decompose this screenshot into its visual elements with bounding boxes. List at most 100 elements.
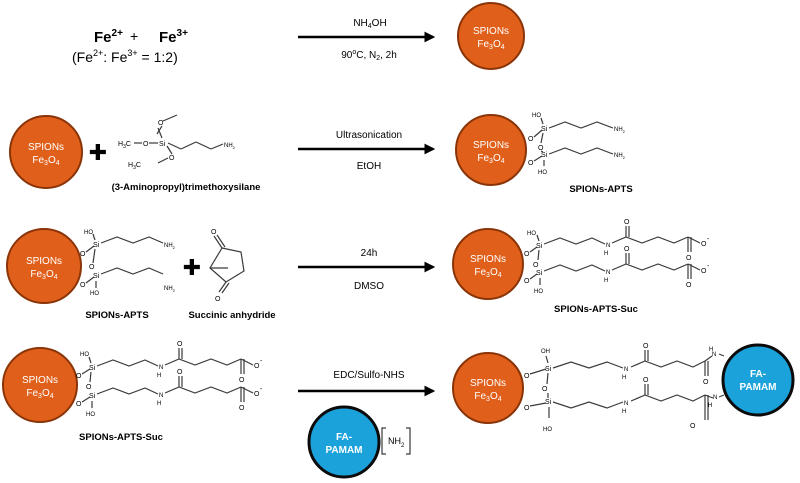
svg-text:-: - — [707, 263, 710, 270]
svg-text:Si: Si — [545, 399, 552, 406]
svg-text:HO: HO — [84, 230, 93, 236]
svg-text:FA-: FA- — [750, 369, 766, 380]
svg-text:PAMAM: PAMAM — [739, 382, 776, 393]
svg-text:NH2: NH2 — [164, 286, 176, 293]
svg-text:O: O — [254, 391, 260, 398]
fa-pamam-reagent: FA- PAMAM NH2 — [307, 405, 411, 479]
reaction-condition-24h: 24h — [361, 248, 378, 259]
svg-text:HO: HO — [543, 427, 552, 433]
reactant-label-apts: SPIONs-APTS — [85, 310, 148, 321]
plus-sign: + — [130, 28, 138, 44]
svg-text:SPIONs: SPIONs — [473, 26, 509, 37]
svg-text:-: - — [707, 236, 710, 243]
svg-text:HO: HO — [538, 170, 547, 176]
svg-text:Fe3O4: Fe3O4 — [477, 39, 504, 51]
svg-text:O: O — [80, 282, 86, 289]
molar-ratio: (Fe2+: Fe3+ = 1:2) — [72, 48, 178, 65]
svg-text:N: N — [624, 367, 628, 373]
svg-text:SPIONs: SPIONs — [28, 142, 64, 153]
fe3-ion: Fe3+ — [159, 28, 188, 46]
svg-text:O: O — [80, 251, 86, 258]
svg-text:Fe3O4: Fe3O4 — [30, 269, 57, 281]
svg-text:NH2: NH2 — [388, 436, 405, 449]
svg-text:Fe3O4: Fe3O4 — [477, 153, 504, 165]
svg-text:Si: Si — [545, 366, 552, 373]
reaction-condition-ultrasonication: Ultrasonication — [336, 130, 402, 141]
plus-sign: ✚ — [89, 140, 107, 165]
svg-text:O: O — [528, 136, 534, 143]
svg-text:O: O — [686, 282, 692, 289]
row1: Fe2+ + Fe3+ (Fe2+: Fe3+ = 1:2) NH4OH 90o… — [72, 2, 525, 70]
svg-text:O: O — [690, 423, 696, 430]
svg-text:O: O — [254, 363, 260, 370]
svg-text:H: H — [604, 251, 608, 257]
succinic-anhydride-structure: O O — [209, 229, 245, 303]
svg-text:HO: HO — [532, 113, 541, 119]
reaction-condition-etoh: EtOH — [357, 161, 381, 172]
reactant-label-apts-suc: SPIONs-APTS-Suc — [79, 432, 163, 443]
svg-text:N: N — [606, 270, 610, 276]
svg-text:Fe3O4: Fe3O4 — [32, 155, 59, 167]
svg-text:O: O — [528, 160, 534, 167]
svg-text:SPIONs: SPIONs — [470, 254, 506, 265]
svg-text:O: O — [524, 251, 530, 258]
svg-text:N: N — [713, 395, 717, 401]
svg-text:O: O — [524, 278, 530, 285]
svg-text:O: O — [143, 141, 149, 148]
svg-text:Si: Si — [536, 243, 543, 250]
svg-text:N: N — [159, 393, 163, 399]
svg-text:O: O — [211, 229, 217, 236]
svg-text:Si: Si — [541, 152, 548, 159]
svg-text:HO: HO — [80, 352, 89, 358]
spion-particle-2: SPIONs Fe3O4 — [9, 115, 83, 189]
svg-text:H3C: H3C — [118, 141, 131, 150]
svg-text:O: O — [703, 379, 709, 386]
svg-text:O: O — [643, 343, 649, 350]
svg-text:H: H — [708, 403, 712, 409]
reaction-condition-dmso: DMSO — [354, 281, 384, 292]
svg-text:O: O — [215, 296, 221, 303]
spion-apts-suc-reactant: SPIONs Fe3O4 O O Si Si HO O HO N H O O — [2, 341, 263, 423]
svg-text:O: O — [76, 401, 82, 408]
svg-text:O: O — [239, 405, 245, 412]
svg-text:-: - — [260, 358, 263, 365]
spion-apts-suc-product-3: SPIONs Fe3O4 O O Si Si HO O HO N H O O — [452, 219, 710, 300]
svg-text:NH2: NH2 — [614, 127, 626, 134]
spion-apts-reactant: SPIONs Fe3O4 O O Si Si HO O HO NH2 NH2 — [6, 228, 176, 304]
svg-text:O: O — [533, 262, 539, 269]
svg-text:Fe3O4: Fe3O4 — [474, 267, 501, 279]
svg-text:H: H — [157, 401, 161, 407]
svg-text:O: O — [177, 341, 183, 348]
svg-text:N: N — [606, 243, 610, 249]
svg-text:O: O — [542, 386, 548, 393]
svg-text:SPIONs: SPIONs — [473, 140, 509, 151]
svg-text:O: O — [86, 384, 92, 391]
svg-text:Si: Si — [93, 273, 100, 280]
svg-text:HO: HO — [86, 412, 95, 418]
apts-structure: O H3C O Si NH2 O H3C — [118, 114, 236, 171]
svg-text:NH2: NH2 — [614, 153, 626, 160]
svg-text:HO: HO — [90, 291, 99, 297]
silane-label: (3-Aminopropyl)trimethoxysilane — [112, 182, 261, 193]
svg-text:H: H — [157, 373, 161, 379]
svg-text:NH2: NH2 — [224, 143, 236, 150]
fe2-ion: Fe2+ — [94, 28, 123, 46]
product-label-apts: SPIONs-APTS — [569, 184, 632, 195]
final-conjugate: SPIONs Fe3O4 O O Si Si OH O HO N H O O — [452, 343, 795, 433]
svg-text:H: H — [709, 347, 713, 353]
svg-text:O: O — [538, 145, 544, 152]
svg-text:H: H — [622, 375, 626, 381]
svg-text:O: O — [169, 155, 175, 162]
svg-text:OH: OH — [541, 349, 550, 355]
svg-text:O: O — [524, 373, 530, 380]
svg-text:Si: Si — [89, 393, 96, 400]
svg-text:PAMAM: PAMAM — [325, 445, 362, 456]
svg-text:O: O — [239, 377, 245, 384]
svg-text:NH2: NH2 — [164, 243, 176, 250]
svg-text:FA-: FA- — [336, 432, 352, 443]
svg-text:O: O — [701, 241, 707, 248]
svg-text:Si: Si — [89, 365, 96, 372]
svg-text:HO: HO — [534, 289, 543, 295]
reaction-condition-edc: EDC/Sulfo-NHS — [333, 370, 404, 381]
